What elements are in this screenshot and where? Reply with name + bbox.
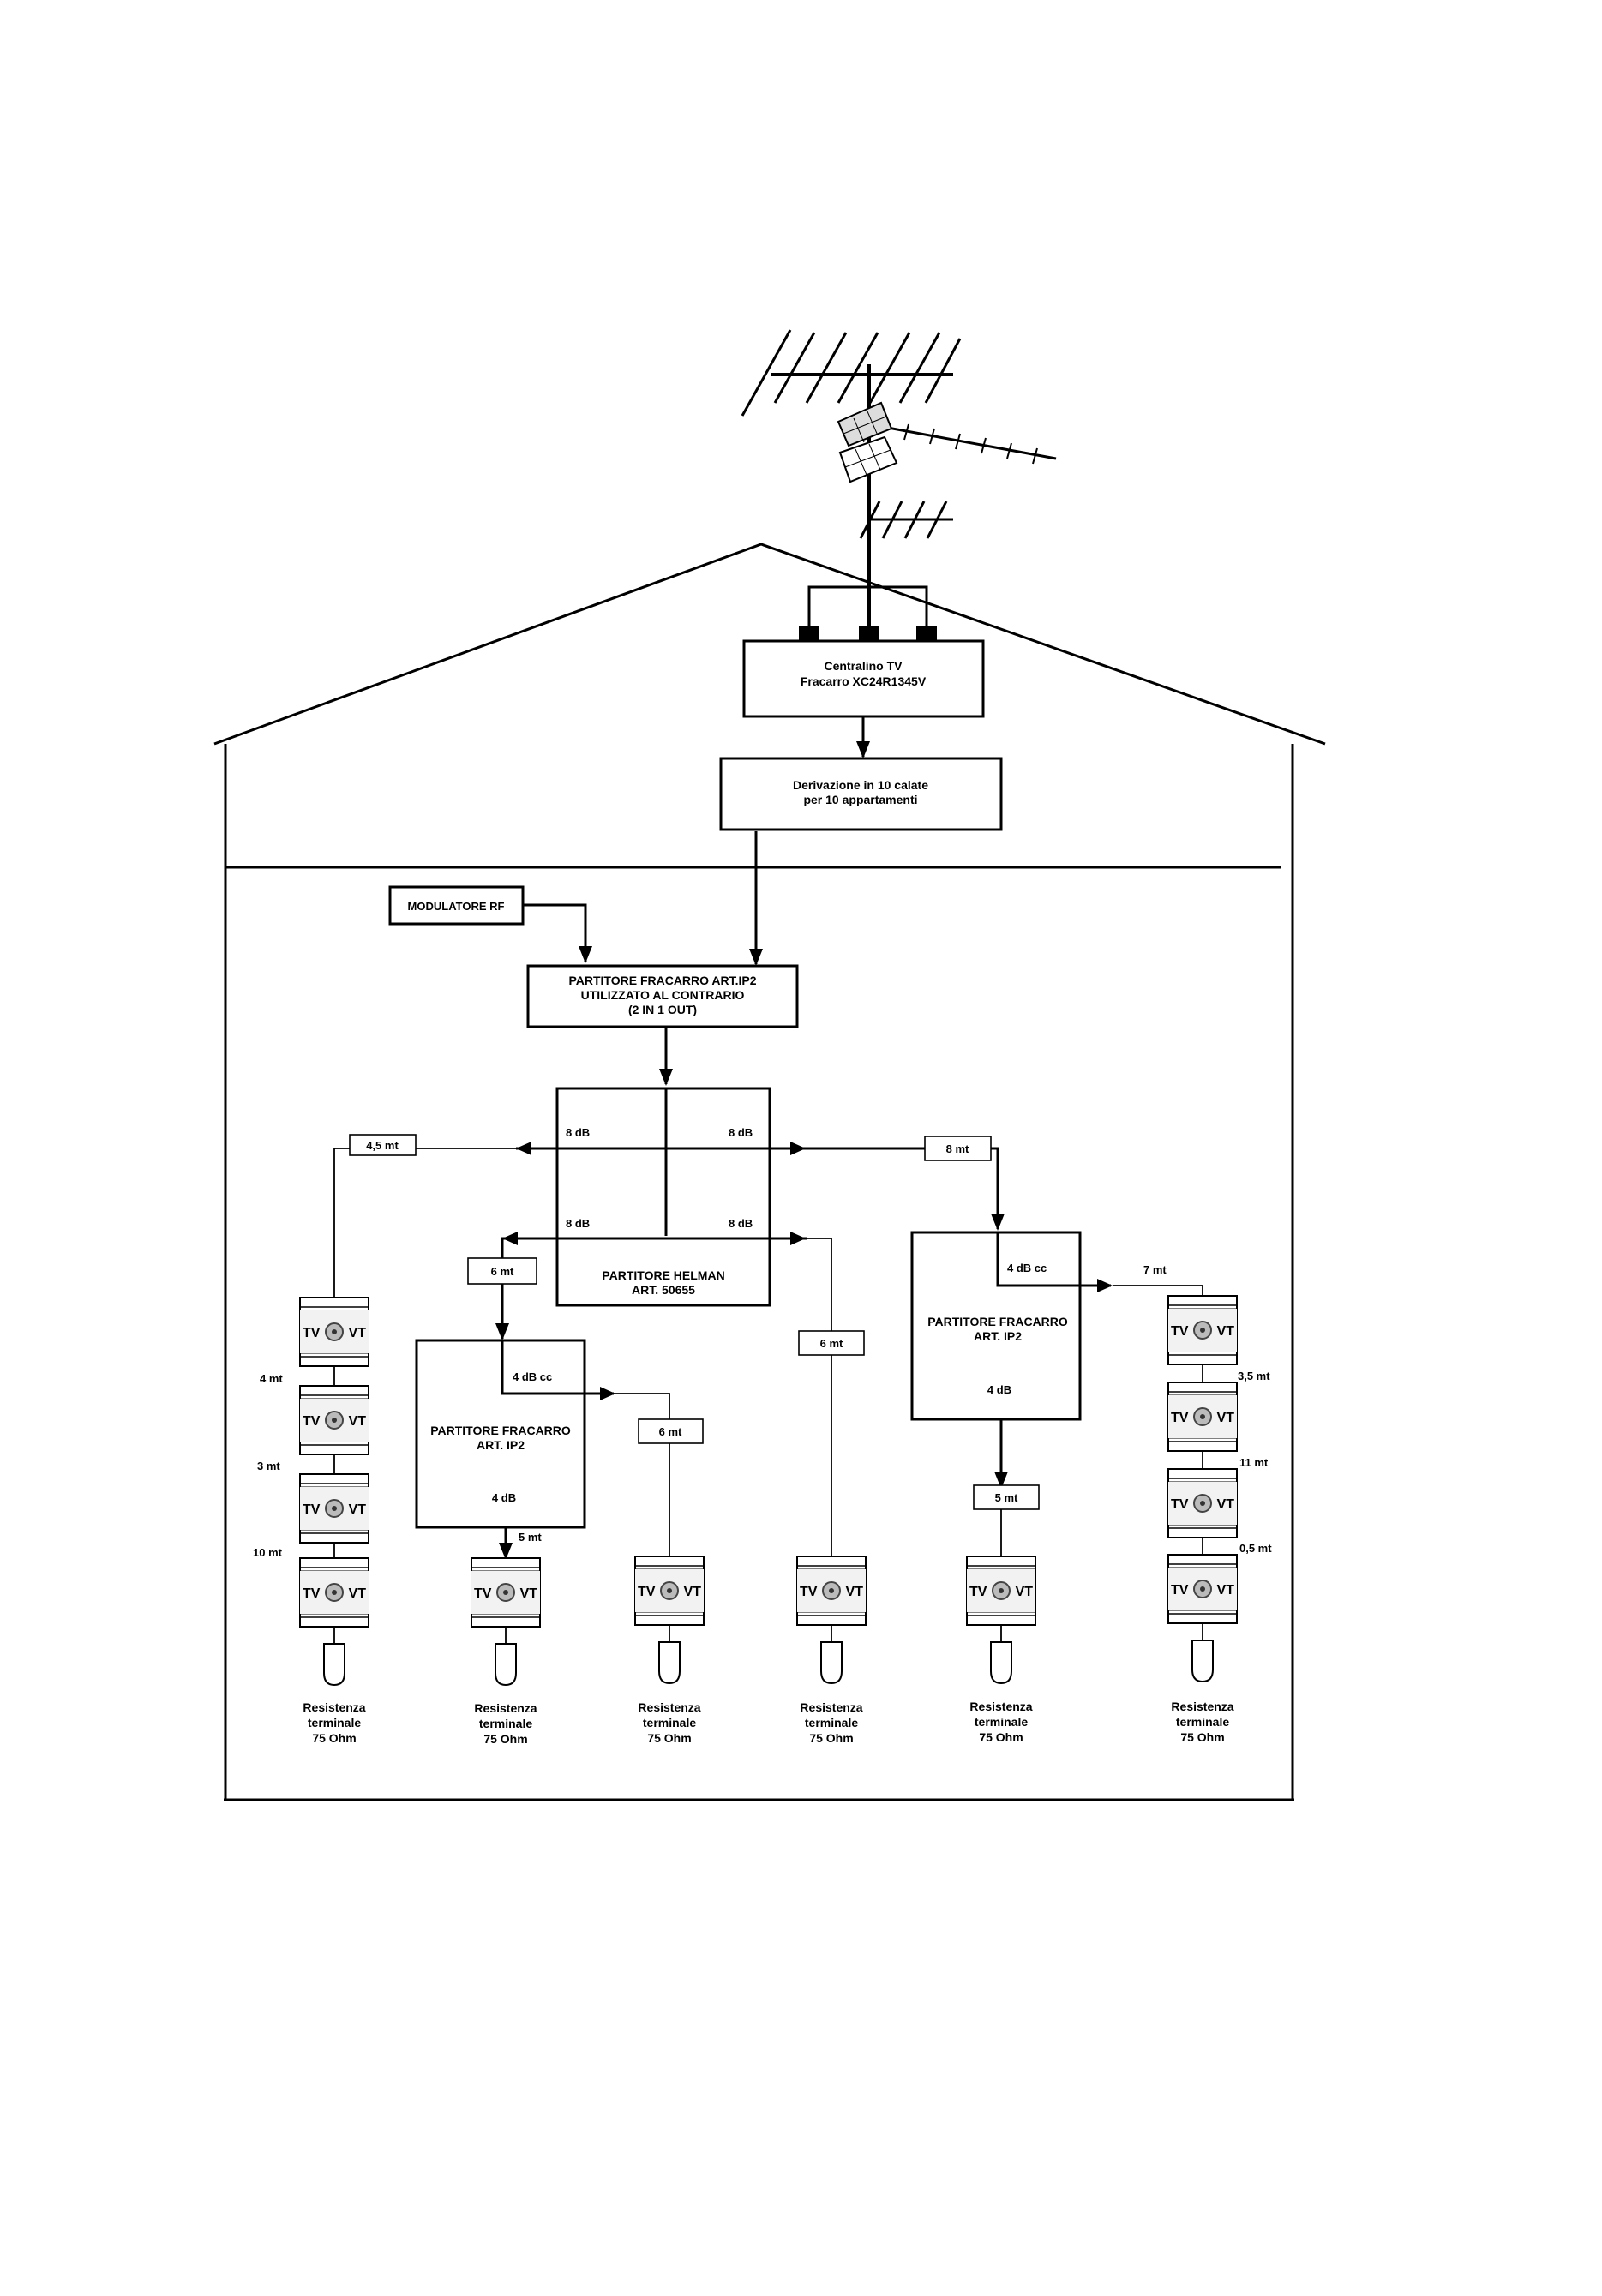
tap-line2: per 10 appartamenti bbox=[803, 793, 917, 806]
outlet-tv-label-left: TV bbox=[474, 1586, 492, 1601]
fracarro-right-line2: ART. IP2 bbox=[974, 1329, 1022, 1343]
combiner-line3: (2 IN 1 OUT) bbox=[628, 1003, 697, 1016]
helman-out-br: 8 dB bbox=[729, 1217, 753, 1230]
fracarro-right-line1: PARTITORE FRACARRO bbox=[927, 1315, 1068, 1328]
helman-out-tl: 8 dB bbox=[566, 1126, 590, 1139]
outlet-tv-label-left: TV bbox=[303, 1502, 321, 1517]
antenna-icon bbox=[741, 329, 1057, 640]
terminator-label-line3: 75 Ohm bbox=[312, 1731, 356, 1745]
outlet-tv-label-right: TV bbox=[1216, 1583, 1234, 1598]
terminator-label-line1: Resistenza bbox=[303, 1700, 365, 1714]
right-riser bbox=[1167, 1295, 1238, 1682]
combiner-box: PARTITORE FRACARRO ART.IP2 UTILIZZATO AL… bbox=[526, 964, 799, 1028]
cable-label-r3: 0,5 mt bbox=[1239, 1542, 1272, 1555]
center-outlet bbox=[796, 1556, 867, 1684]
cable-label-r2: 11 mt bbox=[1239, 1456, 1269, 1469]
modulator-box: MODULATORE RF bbox=[388, 885, 525, 926]
terminator-label-line2: terminale bbox=[1176, 1715, 1229, 1729]
outlet-labels: TV TV TV TV TV TV TV TV TV TV TV TV TV TV TV TV TV TV TV TV… bbox=[303, 1324, 1234, 1601]
terminator-label-line2: terminale bbox=[975, 1715, 1028, 1729]
terminator-label-line3: 75 Ohm bbox=[1180, 1730, 1224, 1744]
terminator-label-line2: terminale bbox=[643, 1716, 696, 1729]
cable-label-l2: 3 mt bbox=[257, 1460, 280, 1472]
outlet-tv-label-left: TV bbox=[1171, 1324, 1189, 1339]
cable-label-c5: 6 mt bbox=[820, 1337, 843, 1350]
left-riser bbox=[299, 1297, 369, 1686]
outlet-tv-label-left: TV bbox=[1171, 1411, 1189, 1425]
outlet-tv-label-left: TV bbox=[969, 1585, 987, 1599]
fracarro-left-line2: ART. IP2 bbox=[477, 1438, 525, 1452]
terminator-label-line3: 75 Ohm bbox=[809, 1731, 853, 1745]
tap-line1: Derivazione in 10 calate bbox=[793, 778, 928, 792]
terminator-label-line1: Resistenza bbox=[1171, 1700, 1233, 1713]
amplifier-line1: Centralino TV bbox=[824, 659, 903, 673]
helman-line2: ART. 50655 bbox=[632, 1283, 695, 1297]
outlet-tv-label-left: TV bbox=[638, 1585, 656, 1599]
outlet-tv-label-left: TV bbox=[1171, 1497, 1189, 1512]
fracarro-left-out-cc: 4 dB cc bbox=[513, 1370, 552, 1383]
terminator-label-line2: terminale bbox=[479, 1717, 532, 1730]
outlet-tv-label-right: TV bbox=[348, 1414, 366, 1429]
terminator-label-line1: Resistenza bbox=[474, 1701, 537, 1715]
cable-label-l1: 4 mt bbox=[260, 1372, 283, 1385]
helman-splitter-box: 8 dB 8 dB 8 dB 8 dB PARTITORE HELMAN ART… bbox=[502, 1087, 807, 1307]
outlet-tv-label-left: TV bbox=[800, 1585, 818, 1599]
combiner-line1: PARTITORE FRACARRO ART.IP2 bbox=[568, 974, 756, 987]
terminator-label-line1: Resistenza bbox=[638, 1700, 700, 1714]
helman-line1: PARTITORE HELMAN bbox=[602, 1268, 724, 1282]
tap-box: Derivazione in 10 calate per 10 appartam… bbox=[719, 757, 1003, 831]
outlet-tv-label-right: TV bbox=[1216, 1497, 1234, 1512]
right-splitter-outlet bbox=[966, 1556, 1036, 1684]
outlet-tv-label-right: TV bbox=[845, 1585, 863, 1599]
outlet-tv-label-right: TV bbox=[348, 1586, 366, 1601]
cable-label-c6: 5 mt bbox=[995, 1491, 1018, 1504]
outlet-tv-label-left: TV bbox=[303, 1326, 321, 1340]
cable-label-c4: 6 mt bbox=[659, 1425, 682, 1438]
left-splitter-outlets bbox=[471, 1556, 705, 1686]
terminator-label-line1: Resistenza bbox=[800, 1700, 862, 1714]
cable-label-c3: 6 mt bbox=[491, 1265, 514, 1278]
outlet-tv-label-right: TV bbox=[348, 1326, 366, 1340]
outlet-tv-label-left: TV bbox=[303, 1586, 321, 1601]
fracarro-left-line1: PARTITORE FRACARRO bbox=[430, 1424, 571, 1437]
outlet-tv-label-right: TV bbox=[348, 1502, 366, 1517]
amplifier-line2: Fracarro XC24R1345V bbox=[801, 674, 927, 688]
fracarro-right-out-bottom: 4 dB bbox=[987, 1383, 1011, 1396]
cable-label-c7: 7 mt bbox=[1143, 1263, 1167, 1276]
amplifier-box: Centralino TV Fracarro XC24R1345V bbox=[742, 639, 985, 718]
fracarro-right-out-cc: 4 dB cc bbox=[1007, 1262, 1047, 1274]
helman-out-bl: 8 dB bbox=[566, 1217, 590, 1230]
outlet-tv-label-left: TV bbox=[303, 1414, 321, 1429]
outlet-tv-label-right: TV bbox=[1015, 1585, 1033, 1599]
fracarro-right-splitter-box: 4 dB cc PARTITORE FRACARRO ART. IP2 4 dB bbox=[910, 1231, 1111, 1421]
terminator-label-line2: terminale bbox=[308, 1716, 361, 1729]
modulator-label: MODULATORE RF bbox=[408, 900, 505, 913]
cable-label-c1: 4,5 mt bbox=[366, 1139, 399, 1152]
terminator-label-line3: 75 Ohm bbox=[483, 1732, 527, 1746]
cable-label-r1: 3,5 mt bbox=[1238, 1370, 1270, 1382]
fracarro-left-splitter-box: 4 dB cc PARTITORE FRACARRO ART. IP2 4 dB bbox=[415, 1339, 614, 1529]
outlet-tv-label-right: TV bbox=[683, 1585, 701, 1599]
outlet-tv-label-right: TV bbox=[1216, 1324, 1234, 1339]
fracarro-left-out-bottom: 4 dB bbox=[492, 1491, 516, 1504]
terminator-label-line3: 75 Ohm bbox=[979, 1730, 1023, 1744]
cable-label-c2: 8 mt bbox=[946, 1142, 969, 1155]
terminator-label-line2: terminale bbox=[805, 1716, 858, 1729]
combiner-line2: UTILIZZATO AL CONTRARIO bbox=[581, 988, 745, 1002]
cable-label-c8: 5 mt bbox=[519, 1531, 542, 1544]
terminator-label-line3: 75 Ohm bbox=[647, 1731, 691, 1745]
helman-out-tr: 8 dB bbox=[729, 1126, 753, 1139]
terminator-label-line1: Resistenza bbox=[969, 1700, 1032, 1713]
cable-label-l3: 10 mt bbox=[253, 1546, 283, 1559]
outlet-tv-label-right: TV bbox=[519, 1586, 537, 1601]
house-outline bbox=[213, 543, 1326, 1801]
outlet-tv-label-left: TV bbox=[1171, 1583, 1189, 1598]
outlet-tv-label-right: TV bbox=[1216, 1411, 1234, 1425]
